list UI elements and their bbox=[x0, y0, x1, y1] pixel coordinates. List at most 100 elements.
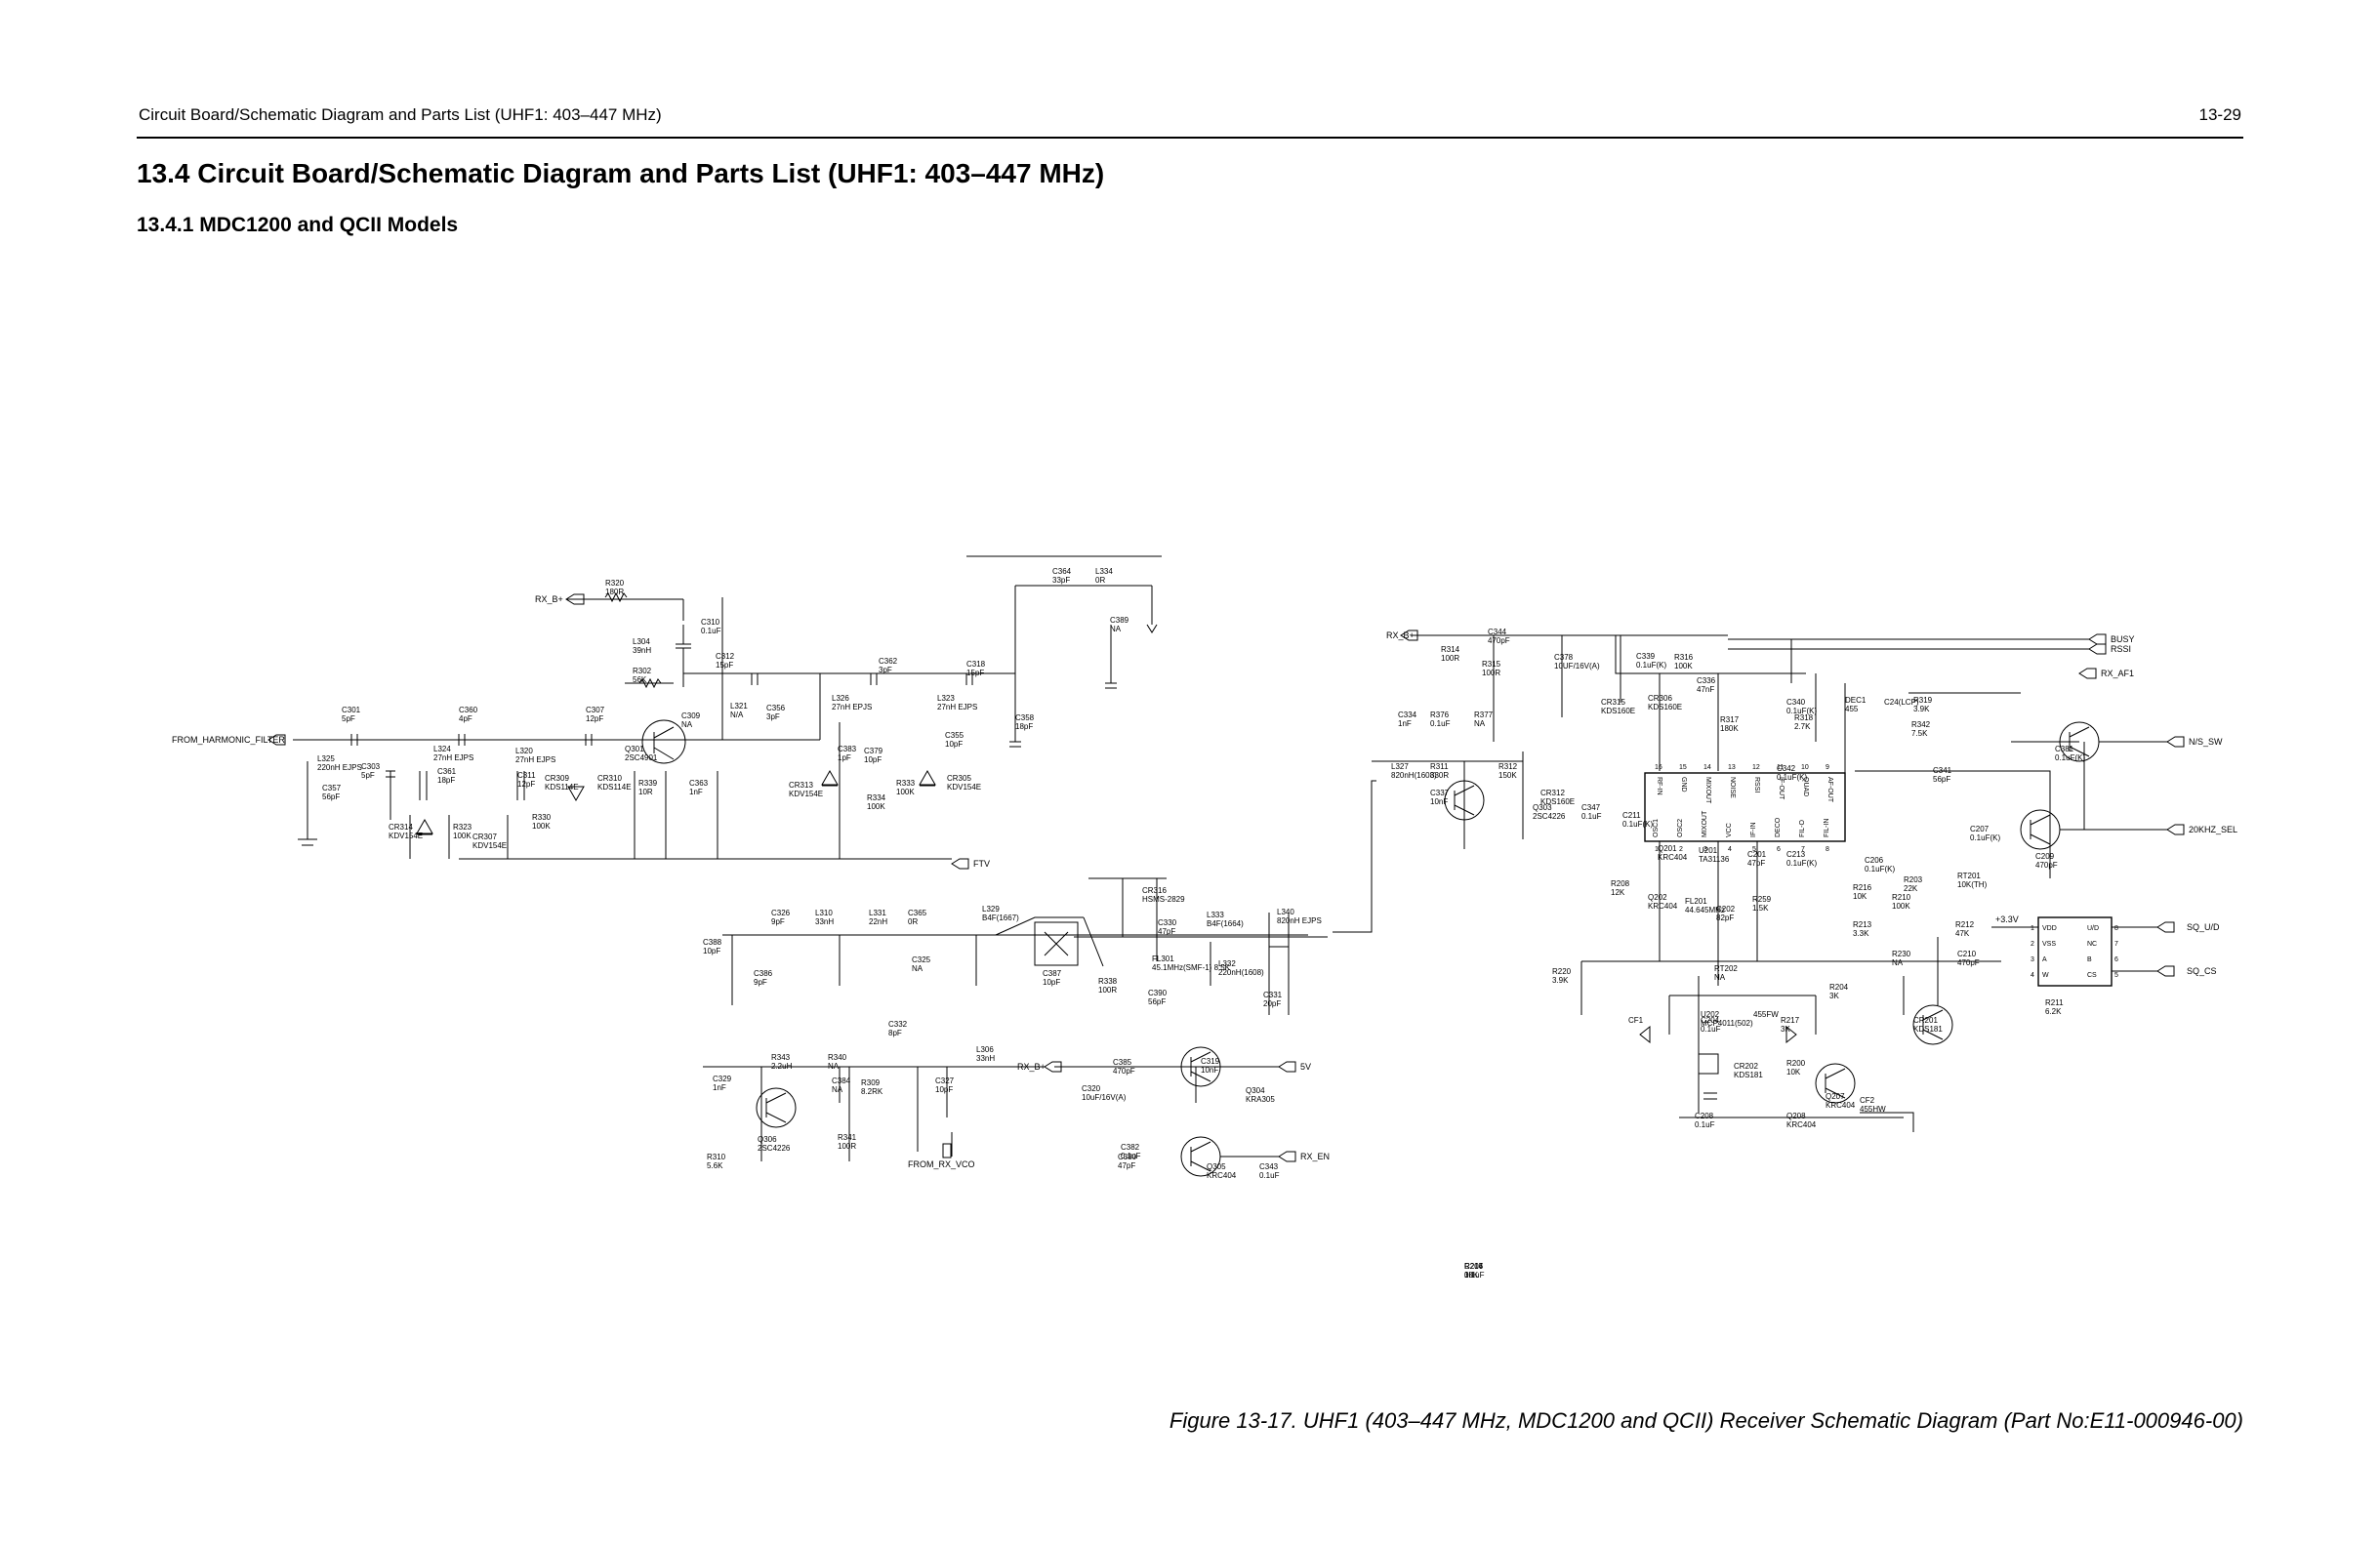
part-ref: R340 bbox=[828, 1053, 847, 1062]
part-ref: L326 bbox=[832, 694, 849, 703]
part-value: 0.1uF bbox=[1695, 1120, 1715, 1129]
part-value: 2SC4226 bbox=[1533, 812, 1566, 821]
u201-pin-number: 12 bbox=[1752, 764, 1760, 771]
part-value: KDS181 bbox=[1913, 1025, 1943, 1034]
net-5v: 5V bbox=[1300, 1062, 1311, 1072]
u201-body bbox=[1644, 772, 1846, 842]
running-header: Circuit Board/Schematic Diagram and Part… bbox=[137, 102, 2243, 139]
part-value: KRA305 bbox=[1246, 1095, 1275, 1104]
part-value: 455HW bbox=[1860, 1105, 1886, 1114]
part-ref: 455FW bbox=[1753, 1010, 1779, 1019]
net-rx-af1: RX_AF1 bbox=[2101, 669, 2134, 678]
part-value: 0.1uF bbox=[1259, 1171, 1280, 1180]
part-ref: C388 bbox=[703, 938, 722, 947]
part-ref: R217 bbox=[1781, 1016, 1800, 1025]
part-value: B4F(1664) bbox=[1207, 919, 1244, 928]
part-ref: C331 bbox=[1263, 991, 1283, 999]
u201-pin-name: FIL-IN bbox=[1824, 819, 1830, 837]
part-value: 10K(TH) bbox=[1957, 880, 1988, 889]
part-value: 15pF bbox=[716, 661, 733, 670]
part-ref: CR305 bbox=[947, 774, 971, 783]
part-ref: CR313 bbox=[789, 781, 813, 790]
u201-pin-name: FIL-O bbox=[1799, 820, 1806, 837]
part-ref: C364 bbox=[1052, 567, 1072, 576]
part-ref: R204 bbox=[1829, 983, 1849, 992]
part-ref: C343 bbox=[1259, 1162, 1279, 1171]
part-value: N/A bbox=[730, 711, 744, 719]
part-value: 27nH EPJS bbox=[832, 703, 872, 711]
part-ref: C382 bbox=[1121, 1143, 1140, 1152]
part-value: 18pF bbox=[437, 776, 455, 785]
part-ref: R317 bbox=[1720, 715, 1740, 724]
part-value: 820nH(1608) bbox=[1391, 771, 1437, 780]
u202-pin-number: 6 bbox=[2114, 956, 2118, 963]
part-ref: R309 bbox=[861, 1078, 881, 1087]
part-value: KDS160E bbox=[1648, 703, 1682, 711]
part-ref: L329 bbox=[982, 905, 1000, 914]
part-value: 3.3K bbox=[1853, 929, 1869, 938]
part-value: 330R bbox=[1430, 771, 1449, 780]
part-ref: C358 bbox=[1015, 713, 1035, 722]
u201-pin-name: MIXOUT bbox=[1702, 810, 1708, 837]
part-ref: C384 bbox=[832, 1077, 851, 1085]
part-value: 470pF bbox=[1113, 1067, 1135, 1076]
part-ref: R341 bbox=[838, 1133, 857, 1142]
part-value: 10pF bbox=[935, 1085, 953, 1094]
part-ref: R316 bbox=[1674, 653, 1694, 662]
page-number: 13-29 bbox=[2198, 105, 2241, 124]
part-value: 100K bbox=[1674, 662, 1693, 670]
u201-pin-number: 7 bbox=[1801, 846, 1805, 853]
part-ref: C210 bbox=[1957, 950, 1977, 958]
part-ref: C325 bbox=[912, 955, 931, 964]
part-ref: R312 bbox=[1498, 762, 1518, 771]
part-value: 56K bbox=[633, 675, 647, 684]
net-rx-b-right: RX_B+ bbox=[1386, 630, 1415, 640]
part-ref: R333 bbox=[896, 779, 916, 788]
part-ref: Q202 bbox=[1648, 893, 1667, 902]
part-ref: L340 bbox=[1277, 908, 1294, 916]
u202-pin-number: 7 bbox=[2114, 941, 2118, 948]
u201-pin-number: 9 bbox=[1826, 764, 1829, 771]
part-ref: R210 bbox=[1892, 893, 1911, 902]
u201-pin-number: 4 bbox=[1728, 846, 1732, 853]
part-value: 47pF bbox=[1118, 1161, 1135, 1170]
part-value: KRC404 bbox=[1658, 853, 1688, 862]
part-value: 56pF bbox=[1148, 997, 1166, 1006]
part-value: 33nH bbox=[815, 917, 834, 926]
part-ref: R315 bbox=[1482, 660, 1501, 669]
part-ref: C387 bbox=[1043, 969, 1062, 978]
part-ref: CR309 bbox=[545, 774, 569, 783]
section-title: 13.4 Circuit Board/Schematic Diagram and… bbox=[137, 158, 1105, 188]
part-ref: R343 bbox=[771, 1053, 791, 1062]
part-value: 9pF bbox=[771, 917, 785, 926]
u201-pin-name: OSC1 bbox=[1653, 819, 1660, 837]
part-ref: C326 bbox=[771, 909, 791, 917]
part-ref: C318 bbox=[966, 660, 986, 669]
part-value: 56pF bbox=[1933, 775, 1950, 784]
part-value: 4pF bbox=[459, 714, 472, 723]
part-ref: C339 bbox=[1636, 652, 1656, 661]
part-ref: C320 bbox=[1082, 1084, 1101, 1093]
part-value: 10K bbox=[1786, 1068, 1801, 1077]
part-value: 220nH EJPS bbox=[317, 763, 362, 772]
part-ref: C202 bbox=[1716, 905, 1736, 914]
part-ref: R311 bbox=[1430, 762, 1449, 771]
part-ref: CF2 bbox=[1860, 1096, 1875, 1105]
u201-pin-name: RF-IN bbox=[1656, 777, 1662, 795]
part-value: 0.1uF(K) bbox=[1636, 661, 1666, 670]
part-value: 15pF bbox=[966, 669, 984, 677]
part-ref: R208 bbox=[1611, 879, 1630, 888]
part-ref: C381 bbox=[2055, 745, 2074, 753]
part-ref: CR312 bbox=[1540, 789, 1565, 797]
u202-pin-name: VSS bbox=[2042, 941, 2056, 948]
part-value: 5.6K bbox=[707, 1161, 723, 1170]
part-ref: C334 bbox=[1398, 711, 1417, 719]
part-ref: R376 bbox=[1430, 711, 1450, 719]
u201-pin-number: 13 bbox=[1728, 764, 1736, 771]
part-value: KDS181 bbox=[1734, 1071, 1763, 1079]
part-ref: L332 bbox=[1218, 959, 1236, 968]
part-ref: C329 bbox=[713, 1075, 732, 1083]
part-ref: Q208 bbox=[1786, 1112, 1806, 1120]
part-ref: L324 bbox=[433, 745, 451, 753]
